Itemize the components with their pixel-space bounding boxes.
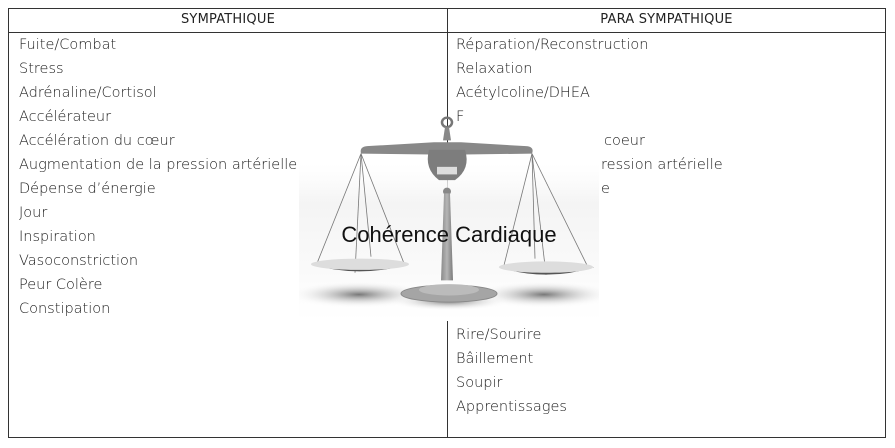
header-parasympathique: PARA SYMPATHIQUE xyxy=(448,9,885,33)
list-item: Acétylcoline/DHEA xyxy=(456,85,590,101)
list-item: Accélérateur xyxy=(19,109,112,125)
list-item: Rire/Sourire xyxy=(456,327,542,343)
list-item: Vasoconstriction xyxy=(19,253,139,269)
list-item: Réparation/Reconstruction xyxy=(456,37,649,53)
list-item: Dépense d’énergie xyxy=(19,181,156,197)
list-item-fragment: coeur xyxy=(604,133,645,149)
list-item: Fuite/Combat xyxy=(19,37,117,53)
list-item: Bâillement xyxy=(456,351,534,367)
list-item: Augmentation de la pression artérielle xyxy=(19,157,298,173)
list-item: Constipation xyxy=(19,301,111,317)
comparison-table: SYMPATHIQUE PARA SYMPATHIQUE Fuite/Comba… xyxy=(8,8,886,438)
list-item: Relaxation xyxy=(456,61,533,77)
list-item-fragment: ression artérielle xyxy=(601,157,723,173)
list-item: Inspiration xyxy=(19,229,96,245)
list-item: Accélération du cœur xyxy=(19,133,175,149)
list-item: Soupir xyxy=(456,375,503,391)
coherence-cardiaque-image: Cohérence Cardiaque xyxy=(289,112,614,321)
list-item: Peur Colère xyxy=(19,277,103,293)
list-item: F xyxy=(456,109,465,125)
header-sympathique: SYMPATHIQUE xyxy=(9,9,447,33)
list-item: Jour xyxy=(19,205,48,221)
list-item-fragment: e xyxy=(601,181,610,197)
list-item: Apprentissages xyxy=(456,399,567,415)
balance-scale-icon xyxy=(289,116,614,321)
overlay-caption: Cohérence Cardiaque xyxy=(341,222,557,247)
list-item: Adrénaline/Cortisol xyxy=(19,85,157,101)
list-item: Stress xyxy=(19,61,64,77)
